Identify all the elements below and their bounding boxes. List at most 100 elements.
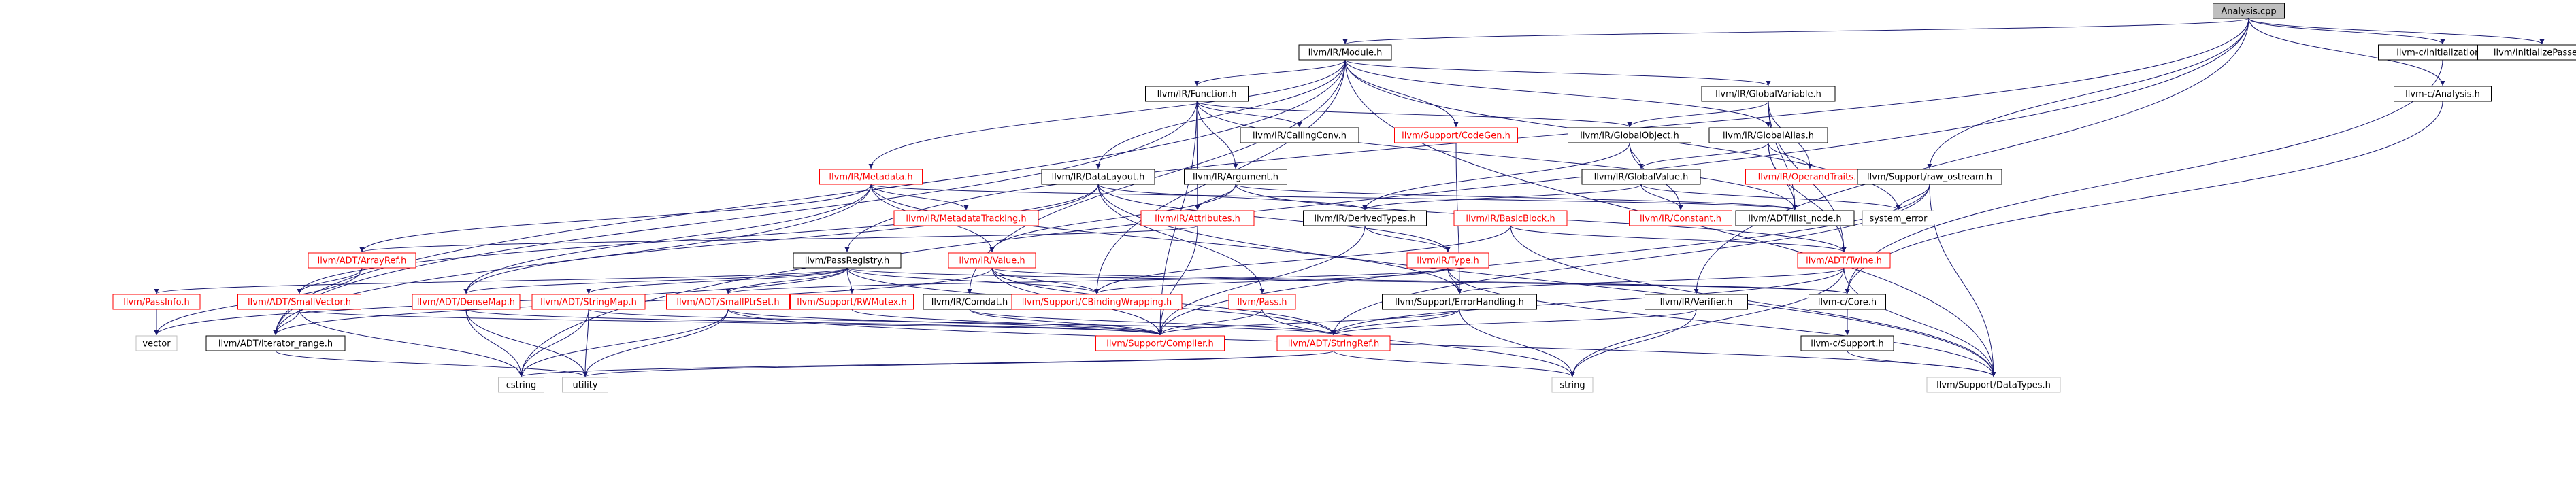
node-pass[interactable]: llvm/Pass.h: [1228, 294, 1296, 310]
node-arrayref[interactable]: llvm/ADT/ArrayRef.h: [308, 252, 416, 269]
node-box: [531, 294, 646, 310]
node-comdat[interactable]: llvm/IR/Comdat.h: [923, 294, 1017, 310]
node-label: llvm/IR/GlobalObject.h: [1580, 131, 1679, 141]
node-type[interactable]: llvm/IR/Type.h: [1406, 252, 1489, 269]
node-globalalias[interactable]: llvm/IR/GlobalAlias.h: [1708, 127, 1828, 143]
node-iterrange[interactable]: llvm/ADT/iterator_range.h: [205, 335, 346, 351]
node-cstring: cstring: [498, 377, 544, 393]
node-label: llvm/IR/Attributes.h: [1155, 214, 1240, 224]
node-derivedtypes[interactable]: llvm/IR/DerivedTypes.h: [1303, 210, 1427, 226]
edge-globalalias-to-globalvalue: [1638, 142, 1769, 169]
node-label: llvm/ADT/iterator_range.h: [218, 339, 333, 349]
edge-module-to-codegen: [1344, 59, 1459, 128]
node-label: llvm/Support/CodeGen.h: [1402, 131, 1510, 141]
edge-passregistry-to-ccore: [846, 267, 1849, 294]
edge-module-to-function: [1194, 59, 1346, 86]
node-label: llvm/Support/Compiler.h: [1106, 339, 1213, 349]
node-csupport[interactable]: llvm-c/Support.h: [1800, 335, 1894, 351]
node-box: [1145, 86, 1249, 102]
node-ccore[interactable]: llvm-c/Core.h: [1809, 294, 1886, 310]
node-box: [819, 169, 923, 185]
node-stringmap[interactable]: llvm/ADT/StringMap.h: [531, 294, 646, 310]
node-module[interactable]: llvm/IR/Module.h: [1298, 44, 1392, 61]
node-metatracking[interactable]: llvm/IR/MetadataTracking.h: [893, 210, 1039, 226]
edge-twine-to-errorhandling: [1457, 267, 1845, 294]
node-label: llvm/Support/ErrorHandling.h: [1395, 298, 1524, 308]
edge-verifier-to-stringref: [1331, 309, 1697, 336]
node-label: llvm-c/Support.h: [1811, 339, 1884, 349]
edge-datalayout-to-pass: [1097, 184, 1265, 294]
node-label: llvm/InitializePasses.h: [2494, 48, 2576, 58]
node-box: [2394, 86, 2492, 102]
edge-densemap-to-utility: [465, 309, 588, 377]
edge-function-to-iterrange: [273, 101, 1198, 336]
node-ilistnode[interactable]: llvm/ADT/ilist_node.h: [1735, 210, 1855, 226]
node-label: cstring: [506, 381, 536, 391]
edge-smallptrset-to-compiler: [727, 309, 1163, 336]
node-label: llvm/IR/Constant.h: [1640, 214, 1721, 224]
node-box: [1645, 294, 1748, 310]
node-root: Analysis.cpp: [2213, 3, 2285, 19]
node-box: [1568, 127, 1691, 143]
node-passinfo[interactable]: llvm/PassInfo.h: [112, 294, 201, 310]
edge-type-to-cbinding: [1094, 267, 1449, 294]
edge-datalayout-to-derivedtypes: [1097, 184, 1368, 211]
node-argument[interactable]: llvm/IR/Argument.h: [1184, 169, 1287, 185]
node-box: [2213, 3, 2285, 19]
node-densemap[interactable]: llvm/ADT/DenseMap.h: [412, 294, 521, 310]
node-verifier[interactable]: llvm/IR/Verifier.h: [1645, 294, 1748, 310]
node-datalayout[interactable]: llvm/IR/DataLayout.h: [1041, 169, 1155, 185]
node-box: [790, 294, 914, 310]
node-passregistry[interactable]: llvm/PassRegistry.h: [793, 252, 902, 269]
node-box: [666, 294, 790, 310]
edge-function-to-callingconv: [1196, 101, 1302, 128]
edge-verifier-to-string: [1570, 309, 1697, 377]
edge-type-to-smallptrset: [725, 267, 1449, 294]
node-label: llvm/IR/OperandTraits.h: [1758, 173, 1862, 183]
node-cinit[interactable]: llvm-c/Initialization.h: [2378, 44, 2507, 61]
node-rawostream[interactable]: llvm/Support/raw_ostream.h: [1857, 169, 2002, 185]
node-attributes[interactable]: llvm/IR/Attributes.h: [1140, 210, 1255, 226]
edge-comdat-to-compiler: [969, 309, 1163, 336]
node-box: [1011, 294, 1183, 310]
node-stringref[interactable]: llvm/ADT/StringRef.h: [1276, 335, 1391, 351]
node-label: llvm-c/Initialization.h: [2396, 48, 2488, 58]
node-smallvector[interactable]: llvm/ADT/SmallVector.h: [237, 294, 361, 310]
node-smallptrset[interactable]: llvm/ADT/SmallPtrSet.h: [666, 294, 790, 310]
node-box: [1581, 169, 1701, 185]
node-basicblock[interactable]: llvm/IR/BasicBlock.h: [1453, 210, 1568, 226]
node-function[interactable]: llvm/IR/Function.h: [1145, 86, 1249, 102]
node-initpasses[interactable]: llvm/InitializePasses.h: [2477, 44, 2576, 61]
node-twine[interactable]: llvm/ADT/Twine.h: [1797, 252, 1891, 269]
node-box: [205, 335, 346, 351]
node-callingconv[interactable]: llvm/IR/CallingConv.h: [1240, 127, 1359, 143]
node-codegen[interactable]: llvm/Support/CodeGen.h: [1394, 127, 1518, 143]
node-label: llvm/Support/RWMutex.h: [797, 298, 906, 308]
node-globalobject[interactable]: llvm/IR/GlobalObject.h: [1568, 127, 1691, 143]
node-label: vector: [142, 339, 171, 349]
node-label: llvm/IR/DerivedTypes.h: [1314, 214, 1415, 224]
node-compiler[interactable]: llvm/Support/Compiler.h: [1095, 335, 1225, 351]
edge-densemap-to-compiler: [465, 309, 1163, 336]
node-box: [237, 294, 361, 310]
node-rwmutex[interactable]: llvm/Support/RWMutex.h: [790, 294, 914, 310]
node-label: llvm/Pass.h: [1237, 298, 1287, 308]
node-metadata[interactable]: llvm/IR/Metadata.h: [819, 169, 923, 185]
node-canalysis[interactable]: llvm-c/Analysis.h: [2394, 86, 2492, 102]
edge-smallvector-to-iterrange: [273, 309, 300, 336]
node-value[interactable]: llvm/IR/Value.h: [948, 252, 1036, 269]
edge-type-to-datatypes: [1447, 267, 1996, 377]
node-globalvalue[interactable]: llvm/IR/GlobalValue.h: [1581, 169, 1701, 185]
edge-pass-to-string: [1261, 309, 1575, 377]
node-label: llvm/ADT/ilist_node.h: [1748, 214, 1841, 224]
node-operandtraits[interactable]: llvm/IR/OperandTraits.h: [1745, 169, 1875, 185]
node-globalvar[interactable]: llvm/IR/GlobalVariable.h: [1701, 86, 1836, 102]
edge-derivedtypes-to-type: [1364, 225, 1451, 253]
node-errorhandling[interactable]: llvm/Support/ErrorHandling.h: [1382, 294, 1537, 310]
node-constant[interactable]: llvm/IR/Constant.h: [1629, 210, 1732, 226]
node-cbinding[interactable]: llvm/Support/CBindingWrapping.h: [1011, 294, 1183, 310]
edge-smallptrset-to-cstring: [518, 309, 729, 377]
node-box: [112, 294, 201, 310]
edge-function-to-ilistnode: [1196, 101, 1798, 211]
edge-metadata-to-arrayref: [359, 184, 872, 253]
